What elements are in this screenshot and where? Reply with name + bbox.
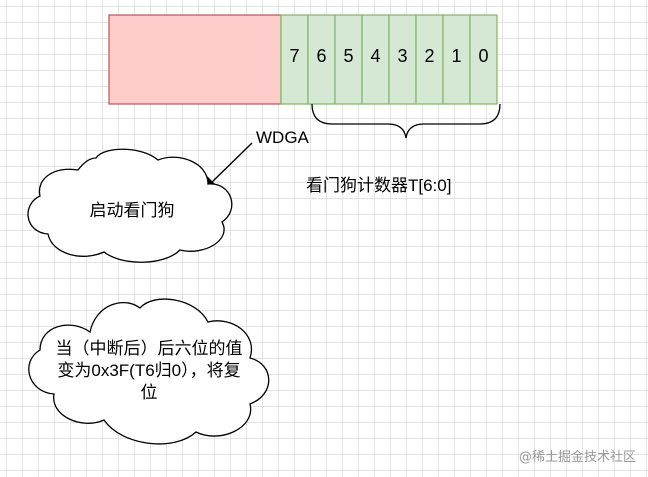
bit-cell-6: [307, 14, 336, 105]
bit-label-0: 0: [478, 46, 489, 66]
counter-brace: [311, 103, 501, 139]
bit-cell-0: [469, 14, 498, 105]
counter-label: 看门狗计数器T[6:0]: [306, 176, 452, 195]
cloud-start-text: 启动看门狗: [89, 201, 175, 220]
bit-cell-3: [388, 14, 417, 105]
bit-cell-2: [415, 14, 444, 105]
cloud-reset-text: 当（中断后）后六位的值 变为0x3F(T6归0），将复 位: [14, 338, 284, 404]
bit-label-2: 2: [424, 46, 435, 66]
wdga-arrow-line: [209, 142, 253, 185]
cloud-reset: [28, 298, 270, 445]
register-bit-cells: [280, 14, 498, 105]
bit-cell-7: [280, 14, 309, 105]
watermark: @稀土掘金技术社区: [518, 450, 636, 465]
cloud-reset-line-2: 变为0x3F(T6归0），将复: [57, 361, 241, 380]
register-reserved-field: [108, 14, 282, 105]
wdga-label: WDGA: [256, 128, 309, 147]
bit-cell-1: [442, 14, 471, 105]
bit-label-4: 4: [370, 46, 381, 66]
cloud-reset-line-1: 当（中断后）后六位的值: [55, 339, 243, 358]
bit-label-7: 7: [289, 46, 300, 66]
cloud-start-watchdog: [27, 148, 233, 263]
bit-cell-5: [334, 14, 363, 105]
bit-label-6: 6: [316, 46, 327, 66]
bit-label-3: 3: [397, 46, 408, 66]
bit-label-1: 1: [451, 46, 462, 66]
bit-label-5: 5: [343, 46, 354, 66]
cloud-reset-line-3: 位: [140, 383, 158, 402]
